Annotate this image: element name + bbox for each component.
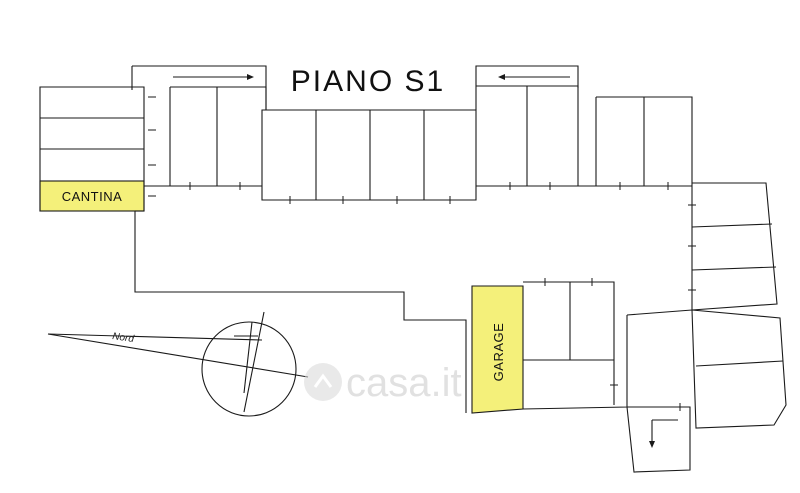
right-boxes xyxy=(626,182,787,429)
plan-title: PIANO S1 xyxy=(291,65,445,98)
corridor xyxy=(134,185,692,413)
ramp-left xyxy=(131,65,267,110)
cantina-label: CANTINA xyxy=(62,189,123,204)
watermark-text: casa.it xyxy=(346,361,462,405)
compass-label: Nord xyxy=(112,331,135,345)
door-ticks xyxy=(148,96,696,411)
compass-north-arrow-icon xyxy=(47,311,309,417)
garage-area-boxes xyxy=(522,281,691,428)
cantina-unit[interactable] xyxy=(39,180,145,212)
garage-label: GARAGE xyxy=(491,323,506,382)
ramp-right xyxy=(475,65,579,110)
ramp-bottom xyxy=(626,406,691,473)
upper-boxes xyxy=(169,85,693,201)
casa-it-logo-icon xyxy=(304,363,342,401)
